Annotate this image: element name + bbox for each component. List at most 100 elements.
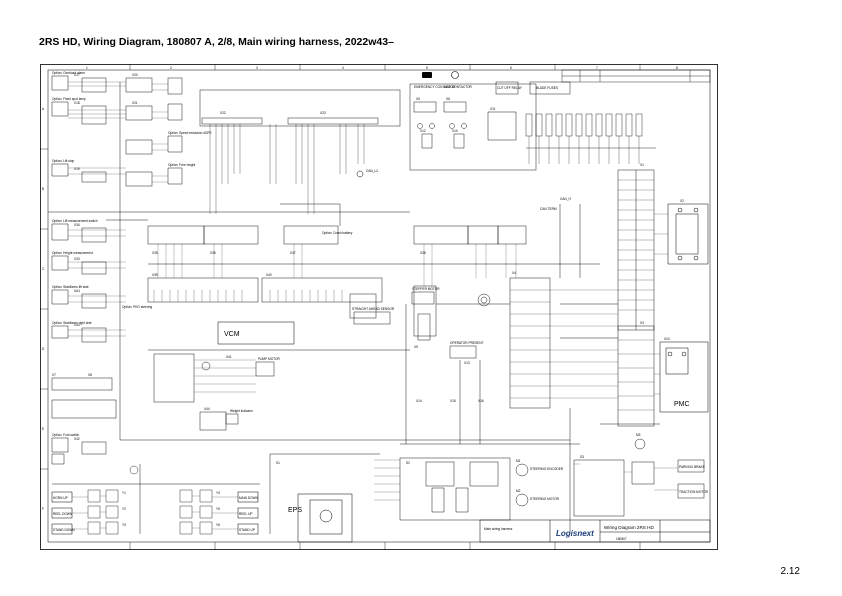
motor-m1: M1 [516, 459, 521, 463]
valve-y3: Y3 [122, 523, 126, 527]
connector-xa1: XA1 [74, 289, 80, 293]
button-horn-up: HORN UP [53, 496, 68, 500]
grid-col-5: 5 [426, 66, 428, 70]
button-reel-down: REEL DOWN [53, 512, 73, 516]
connector-x5: X5 [416, 97, 420, 101]
motor-m2: M2 [516, 489, 521, 493]
right-terminal-strip [617, 169, 655, 427]
steering-motor-label: STEERING MOTOR [530, 497, 560, 501]
col2-option-blocks [125, 77, 183, 187]
stepper-motor-label: STEPPER MOTOR [412, 287, 440, 291]
fine-wires [68, 81, 678, 530]
connector-x18: X18 [74, 101, 80, 105]
page-number: 2.12 [780, 566, 800, 577]
grid-row-c: C [42, 267, 45, 271]
valve-y2: Y2 [122, 507, 126, 511]
option-pkg-steering: Option: PKG steering [122, 305, 152, 309]
grid-col-8: 8 [676, 66, 678, 70]
grid-row-d: D [42, 347, 45, 351]
stepper-section [353, 277, 551, 409]
option-overload-alarm: Option: Overload alarm [52, 71, 85, 75]
connector-x42: X42 [74, 437, 80, 441]
connector-x12: X12 [420, 129, 426, 133]
tmc-module [667, 203, 709, 265]
connector-x39: X39 [152, 273, 158, 277]
button-reel-up: REEL UP [239, 512, 253, 516]
connector-x9: X9 [414, 345, 418, 349]
connector-x17: X17 [74, 73, 80, 77]
revision-table [561, 69, 711, 83]
grid-row-f: F [42, 507, 44, 511]
grid-col-6: 6 [510, 66, 512, 70]
grid-col-4: 4 [342, 66, 344, 70]
page-title: 2RS HD, Wiring Diagram, 180807 A, 2/8, M… [39, 36, 394, 48]
switch-s3: S3 [580, 455, 584, 459]
top-connector-strips [199, 89, 401, 127]
option-stabilizers-right-side: Option: Stabilizers right side [52, 321, 92, 325]
connector-x2: X2 [680, 199, 684, 203]
parking-brake-label: PARKING BRAKE [679, 465, 705, 469]
connector-x36: X36 [210, 251, 216, 255]
button-stand-down: STAND DOWN [53, 528, 75, 532]
straight-ahead-sensor-label: STRAIGHT AHEAD SENSOR [352, 307, 395, 311]
brand-logo: Logisnext [556, 529, 594, 538]
connector-x16: X16 [478, 399, 484, 403]
connector-x20: X20 [132, 73, 138, 77]
grid-ticks [40, 64, 641, 550]
can-term-label-top: CAN_L2 [366, 169, 378, 173]
left-option-blocks [51, 75, 107, 465]
option-lift-measurement-switch: Option: Lift measurement switch [52, 219, 98, 223]
vcm-module [217, 321, 295, 345]
connector-x23: X23 [320, 111, 326, 115]
connector-x38: X38 [420, 251, 426, 255]
steering-encoder-label: STEERING ENCODER [530, 467, 564, 471]
title-block-description: Main wiring harness [484, 527, 513, 531]
connector-x21: X21 [132, 101, 138, 105]
traction-section [573, 438, 705, 517]
fuse-row [525, 113, 656, 149]
connector-x15: X15 [450, 399, 456, 403]
pmc-label: PMC [674, 401, 690, 408]
top-strip-wires [209, 124, 365, 214]
left-option-labels: Option: Overload alarm Option: Fixed spo… [52, 71, 98, 441]
grid-labels: 1 2 3 4 5 6 7 8 A B C D E F [42, 66, 678, 511]
option-speed-reduction: Option: Speed reduction 4GP2 [168, 131, 212, 135]
steering-section [399, 457, 529, 521]
option-lift-stop: Option: Lift stop [52, 159, 75, 163]
valve-y1: Y1 [122, 491, 126, 495]
connector-x14: X14 [416, 399, 422, 403]
grid-col-7: 7 [596, 66, 598, 70]
connector-x35: X35 [152, 251, 158, 255]
option-stabilizers-lift-side: Option: Stabilizers lift side [52, 285, 89, 289]
connector-x41: X41 [226, 355, 232, 359]
grid-row-a: A [42, 107, 45, 111]
cut-off-relay-label: CUT OFF RELAY [497, 86, 523, 90]
connector-x19: X19 [74, 167, 80, 171]
can-terminal-circle [356, 170, 364, 178]
connector-x44: X44 [204, 407, 210, 411]
valve-coils [87, 465, 213, 535]
connector-x10: X10 [452, 129, 458, 133]
connector-x3: X3 [640, 321, 644, 325]
connector-x34: X34 [74, 223, 80, 227]
grid-row-e: E [42, 427, 44, 431]
harness-bus [48, 82, 660, 534]
switch-s1: S1 [276, 461, 280, 465]
button-main-down: MAIN DOWN [239, 496, 259, 500]
title-block [479, 519, 711, 543]
connector-x22: X22 [220, 111, 226, 115]
connector-can-h: CAN_H [560, 197, 572, 201]
mid-connector-pins [153, 290, 343, 302]
connector-x43: X43 [74, 323, 80, 327]
grid-col-1: 1 [86, 66, 88, 70]
connector-x37: X37 [290, 251, 296, 255]
sheet-inner-border [47, 69, 711, 543]
emergency-contactor-label: EMERGENCY CONTACTOR [414, 85, 456, 89]
line-contactor-label: LINE CONTACTOR [444, 85, 473, 89]
operator-present-label: OPERATOR PRESENT [450, 341, 484, 345]
contactor-icons [422, 71, 459, 79]
connector-x7: X7 [52, 373, 56, 377]
grid-row-b: B [42, 187, 44, 191]
pump-motor-label: PUMP MOTOR [258, 357, 281, 361]
connector-x13: X13 [464, 361, 470, 365]
